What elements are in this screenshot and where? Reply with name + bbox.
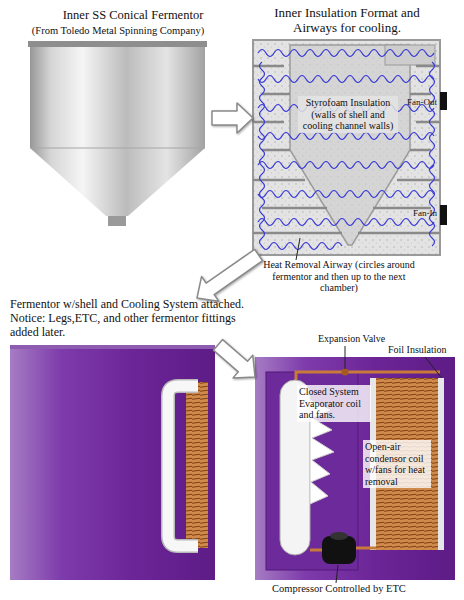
channel-walls bbox=[253, 66, 440, 233]
panel: Closed System Evaporator coil and fans. O… bbox=[255, 357, 455, 580]
callout-label: Foil Insulation bbox=[388, 344, 464, 356]
fermentor-seam bbox=[30, 148, 205, 149]
airflow-line bbox=[258, 219, 434, 226]
fermentor-rim bbox=[28, 41, 207, 47]
airflow-line bbox=[258, 76, 434, 83]
shell-edge bbox=[10, 345, 215, 349]
part-label: Styrofoam Insulation (walls of shell and… bbox=[298, 96, 398, 133]
fan-tab bbox=[440, 205, 447, 225]
part-label: Closed System Evaporator coil and fans. bbox=[297, 385, 371, 422]
compressor-dome bbox=[330, 532, 348, 540]
shell bbox=[255, 357, 455, 580]
compressor bbox=[322, 536, 356, 564]
airflow-line bbox=[258, 133, 434, 140]
channel-wall bbox=[416, 65, 440, 68]
airflow-line bbox=[430, 62, 435, 246]
evaporator-pipe bbox=[168, 386, 198, 546]
leader-line bbox=[336, 565, 338, 583]
channel-wall bbox=[253, 121, 284, 124]
panel-heading: Fermentor w/shell and Cooling System att… bbox=[10, 298, 246, 339]
airflow-line bbox=[258, 191, 434, 198]
expansion-valve bbox=[342, 369, 349, 376]
callout-label: Heat Removal Airway (circles around ferm… bbox=[263, 259, 415, 294]
airflow-line bbox=[260, 62, 265, 246]
insulation-shell bbox=[253, 40, 440, 255]
channel-wall bbox=[253, 65, 284, 68]
fan-label: Fan-Out bbox=[399, 97, 437, 107]
leader-line bbox=[425, 357, 441, 377]
channel-wall bbox=[410, 149, 431, 152]
channel-wall bbox=[416, 121, 440, 124]
panel-heading: Inner Insulation Format and Airways for … bbox=[267, 6, 427, 36]
copper-coil bbox=[186, 382, 208, 548]
flow-arrow bbox=[212, 103, 253, 133]
channel-wall bbox=[262, 207, 327, 210]
flow-arrow bbox=[213, 340, 255, 378]
airflow-line bbox=[262, 243, 342, 250]
fermentor-cone bbox=[30, 148, 205, 216]
callout-label: Compressor Controlled by ETC bbox=[272, 583, 457, 595]
panel-subheading: (From Toledo Metal Spinning Company) bbox=[4, 25, 232, 37]
refrigerant-line bbox=[310, 549, 322, 552]
fan-label: Fan-In bbox=[399, 208, 437, 218]
panel: Inner SS Conical Fermentor(From Toledo M… bbox=[8, 6, 212, 230]
channel-wall bbox=[410, 93, 431, 96]
airflow-line bbox=[258, 162, 434, 169]
fan-tab bbox=[440, 92, 447, 110]
leader-line bbox=[296, 238, 300, 260]
airflow-lines bbox=[258, 50, 435, 250]
channel-wall bbox=[253, 232, 342, 235]
callout-label: Expansion Valve bbox=[318, 333, 408, 345]
fermentor-cylinder bbox=[30, 44, 205, 148]
airflow-line bbox=[258, 50, 434, 57]
channel-wall bbox=[358, 232, 440, 235]
panel-heading: Inner SS Conical Fermentor bbox=[38, 8, 228, 22]
evaporator-pipe bbox=[168, 386, 198, 546]
panel: Inner Insulation Format and Airways for … bbox=[253, 40, 440, 255]
channel-wall bbox=[262, 93, 290, 96]
panel: Fermentor w/shell and Cooling System att… bbox=[8, 298, 218, 582]
channel-wall bbox=[262, 149, 290, 152]
leader-line bbox=[345, 346, 346, 369]
fermentor-outlet bbox=[108, 216, 126, 226]
part-label: Open-air condensor coil w/fans for heat … bbox=[363, 440, 431, 488]
flow-arrow bbox=[197, 249, 263, 301]
shell bbox=[10, 345, 215, 580]
foil-insulation bbox=[438, 378, 444, 550]
refrigerant-line bbox=[356, 547, 376, 550]
